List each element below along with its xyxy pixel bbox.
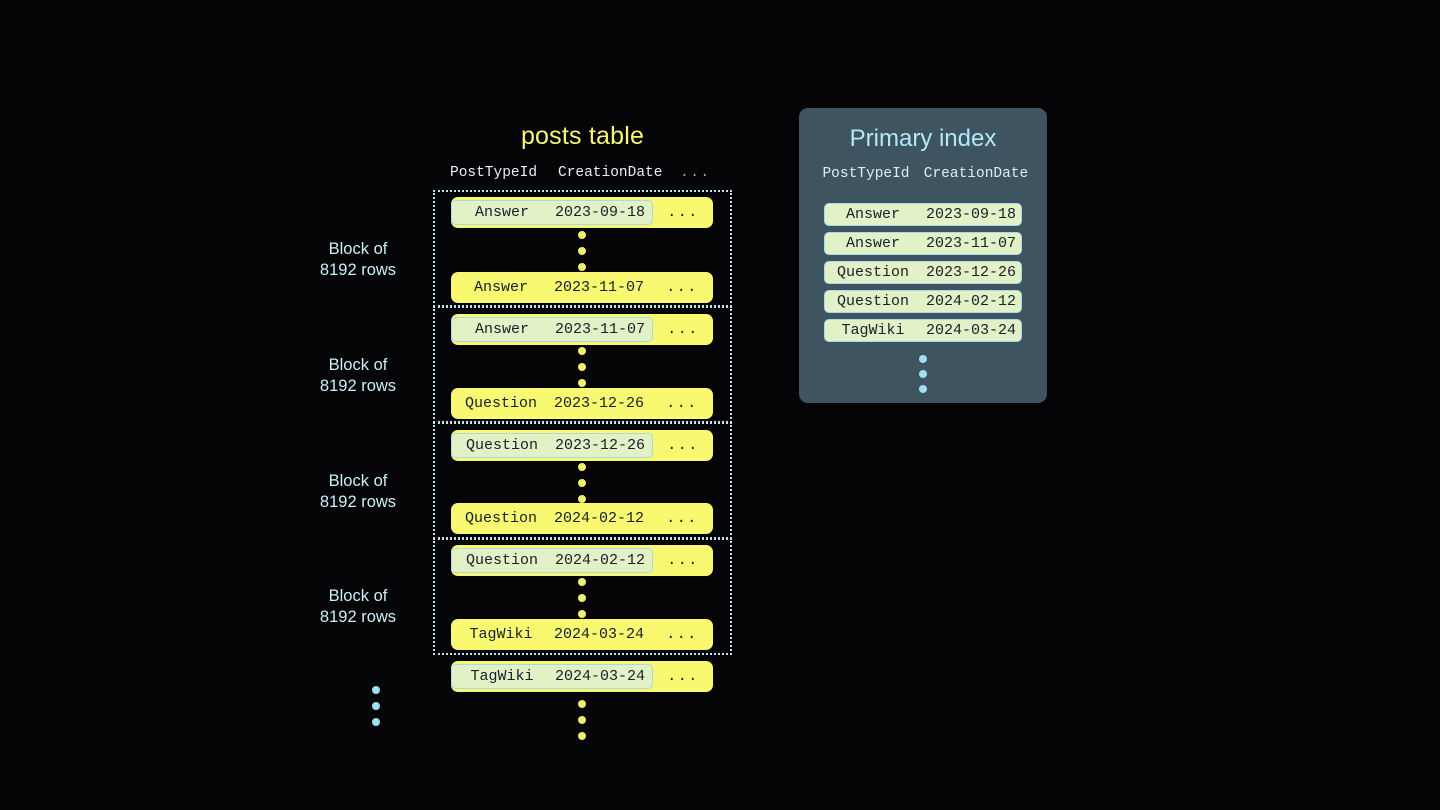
posts-row-1-last: Answer 2023-11-07 ... xyxy=(451,272,713,303)
block-1-label: Block of 8192 rows xyxy=(283,239,433,281)
block-2-label-line2: 8192 rows xyxy=(319,377,397,395)
cell-posttypeid: Answer xyxy=(845,206,900,223)
block-4-label-line1: Block of xyxy=(328,587,388,605)
column-header-posttypeid: PostTypeId xyxy=(450,165,538,181)
posts-row-4-first-highlight: Question 2024-02-12 xyxy=(451,548,653,573)
block-1-label-line1: Block of xyxy=(328,240,388,258)
posts-row-gap-dots-4 xyxy=(577,578,586,618)
posts-row-1-first-highlight: Answer 2023-09-18 xyxy=(451,200,653,225)
primary-index-continuation-dots xyxy=(799,355,1047,393)
cell-posttypeid: Question xyxy=(464,395,537,412)
block-4-label: Block of 8192 rows xyxy=(283,586,433,628)
posts-row-trailing-highlight: TagWiki 2024-03-24 xyxy=(451,664,653,689)
cell-creationdate: 2023-12-26 xyxy=(553,395,644,412)
cell-more: ... xyxy=(667,668,699,685)
posts-table-column-headers: PostTypeId CreationDate ... xyxy=(433,165,732,181)
posts-table-title: posts table xyxy=(520,122,645,150)
cell-more: ... xyxy=(667,321,699,338)
cell-posttypeid: Question xyxy=(465,437,538,454)
posts-row-4-last-cells: TagWiki 2024-03-24 xyxy=(451,622,651,647)
index-column-header-posttypeid: PostTypeId xyxy=(822,166,910,182)
cell-more: ... xyxy=(666,626,698,643)
cell-more: ... xyxy=(666,510,698,527)
cell-posttypeid: TagWiki xyxy=(470,668,534,685)
posts-row-1-last-cells: Answer 2023-11-07 xyxy=(451,275,651,300)
posts-table-continuation-dots xyxy=(577,700,586,740)
index-row: Question 2023-12-26 xyxy=(824,261,1022,284)
block-3-label: Block of 8192 rows xyxy=(283,471,433,513)
cell-creationdate: 2023-09-18 xyxy=(925,206,1016,223)
posts-row-gap-dots-2 xyxy=(577,347,586,387)
block-1-label-line2: 8192 rows xyxy=(319,261,397,279)
index-row: TagWiki 2024-03-24 xyxy=(824,319,1022,342)
cell-creationdate: 2023-11-07 xyxy=(554,321,645,338)
column-header-more: ... xyxy=(680,165,711,181)
cell-more: ... xyxy=(666,395,698,412)
index-row: Question 2024-02-12 xyxy=(824,290,1022,313)
index-column-header-creationdate: CreationDate xyxy=(923,166,1029,182)
posts-row-gap-dots-1 xyxy=(577,231,586,271)
cell-posttypeid: TagWiki xyxy=(841,322,905,339)
primary-index-column-headers: PostTypeId CreationDate xyxy=(799,166,1047,182)
cell-posttypeid: Question xyxy=(465,552,538,569)
cell-posttypeid: Answer xyxy=(845,235,900,252)
block-2-label: Block of 8192 rows xyxy=(283,355,433,397)
posts-row-3-first: Question 2023-12-26 ... xyxy=(451,430,713,461)
cell-creationdate: 2024-03-24 xyxy=(553,626,644,643)
posts-row-2-first: Answer 2023-11-07 ... xyxy=(451,314,713,345)
cell-more: ... xyxy=(666,279,698,296)
cell-creationdate: 2024-03-24 xyxy=(925,322,1016,339)
primary-index-title: Primary index xyxy=(849,125,997,152)
posts-row-3-last: Question 2024-02-12 ... xyxy=(451,503,713,534)
primary-index-panel: Primary index PostTypeId CreationDate An… xyxy=(799,108,1047,403)
column-header-creationdate: CreationDate xyxy=(558,165,663,181)
posts-row-3-first-highlight: Question 2023-12-26 xyxy=(451,433,653,458)
block-3-label-line1: Block of xyxy=(328,472,388,490)
cell-more: ... xyxy=(667,204,699,221)
index-row: Answer 2023-09-18 xyxy=(824,203,1022,226)
cell-creationdate: 2023-11-07 xyxy=(925,235,1016,252)
block-4 xyxy=(433,538,732,655)
cell-creationdate: 2024-02-12 xyxy=(553,510,644,527)
posts-row-4-first: Question 2024-02-12 ... xyxy=(451,545,713,576)
index-row: Answer 2023-11-07 xyxy=(824,232,1022,255)
cell-creationdate: 2023-09-18 xyxy=(554,204,645,221)
posts-row-trailing: TagWiki 2024-03-24 ... xyxy=(451,661,713,692)
posts-row-2-last: Question 2023-12-26 ... xyxy=(451,388,713,419)
cell-posttypeid: Answer xyxy=(473,279,528,296)
cell-posttypeid: Question xyxy=(464,510,537,527)
cell-posttypeid: Question xyxy=(836,293,909,310)
cell-posttypeid: Answer xyxy=(474,204,529,221)
primary-index-rows: Answer 2023-09-18 Answer 2023-11-07 Ques… xyxy=(824,203,1022,342)
cell-more: ... xyxy=(667,552,699,569)
cell-posttypeid: Answer xyxy=(474,321,529,338)
cell-posttypeid: TagWiki xyxy=(469,626,533,643)
cell-posttypeid: Question xyxy=(836,264,909,281)
cell-creationdate: 2023-11-07 xyxy=(553,279,644,296)
block-4-label-line2: 8192 rows xyxy=(319,608,397,626)
cell-creationdate: 2023-12-26 xyxy=(925,264,1016,281)
posts-row-1-first: Answer 2023-09-18 ... xyxy=(451,197,713,228)
cell-creationdate: 2024-03-24 xyxy=(554,668,645,685)
cell-creationdate: 2023-12-26 xyxy=(554,437,645,454)
posts-row-2-last-cells: Question 2023-12-26 xyxy=(451,391,651,416)
blocks-continuation-dots xyxy=(371,686,380,726)
cell-creationdate: 2024-02-12 xyxy=(925,293,1016,310)
posts-row-3-last-cells: Question 2024-02-12 xyxy=(451,506,651,531)
cell-more: ... xyxy=(667,437,699,454)
cell-creationdate: 2024-02-12 xyxy=(554,552,645,569)
block-2-label-line1: Block of xyxy=(328,356,388,374)
posts-row-4-last: TagWiki 2024-03-24 ... xyxy=(451,619,713,650)
block-3-label-line2: 8192 rows xyxy=(319,493,397,511)
posts-row-gap-dots-3 xyxy=(577,463,586,503)
posts-row-2-first-highlight: Answer 2023-11-07 xyxy=(451,317,653,342)
